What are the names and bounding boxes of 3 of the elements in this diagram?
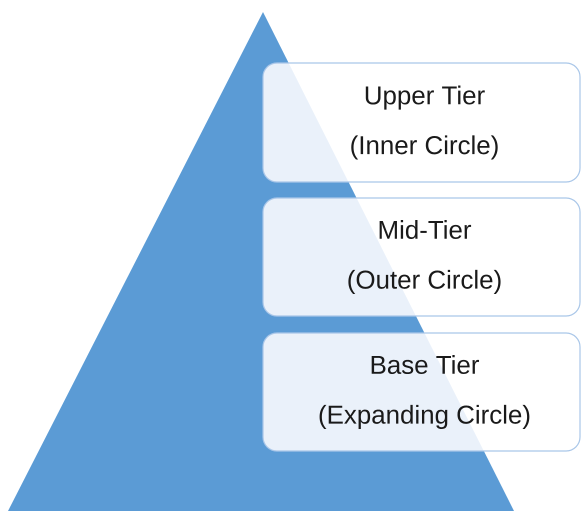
- tier-box: Base Tier (Expanding Circle): [262, 332, 581, 452]
- tier-box: Upper Tier (Inner Circle): [262, 62, 581, 183]
- tier-box: Mid-Tier (Outer Circle): [262, 197, 581, 317]
